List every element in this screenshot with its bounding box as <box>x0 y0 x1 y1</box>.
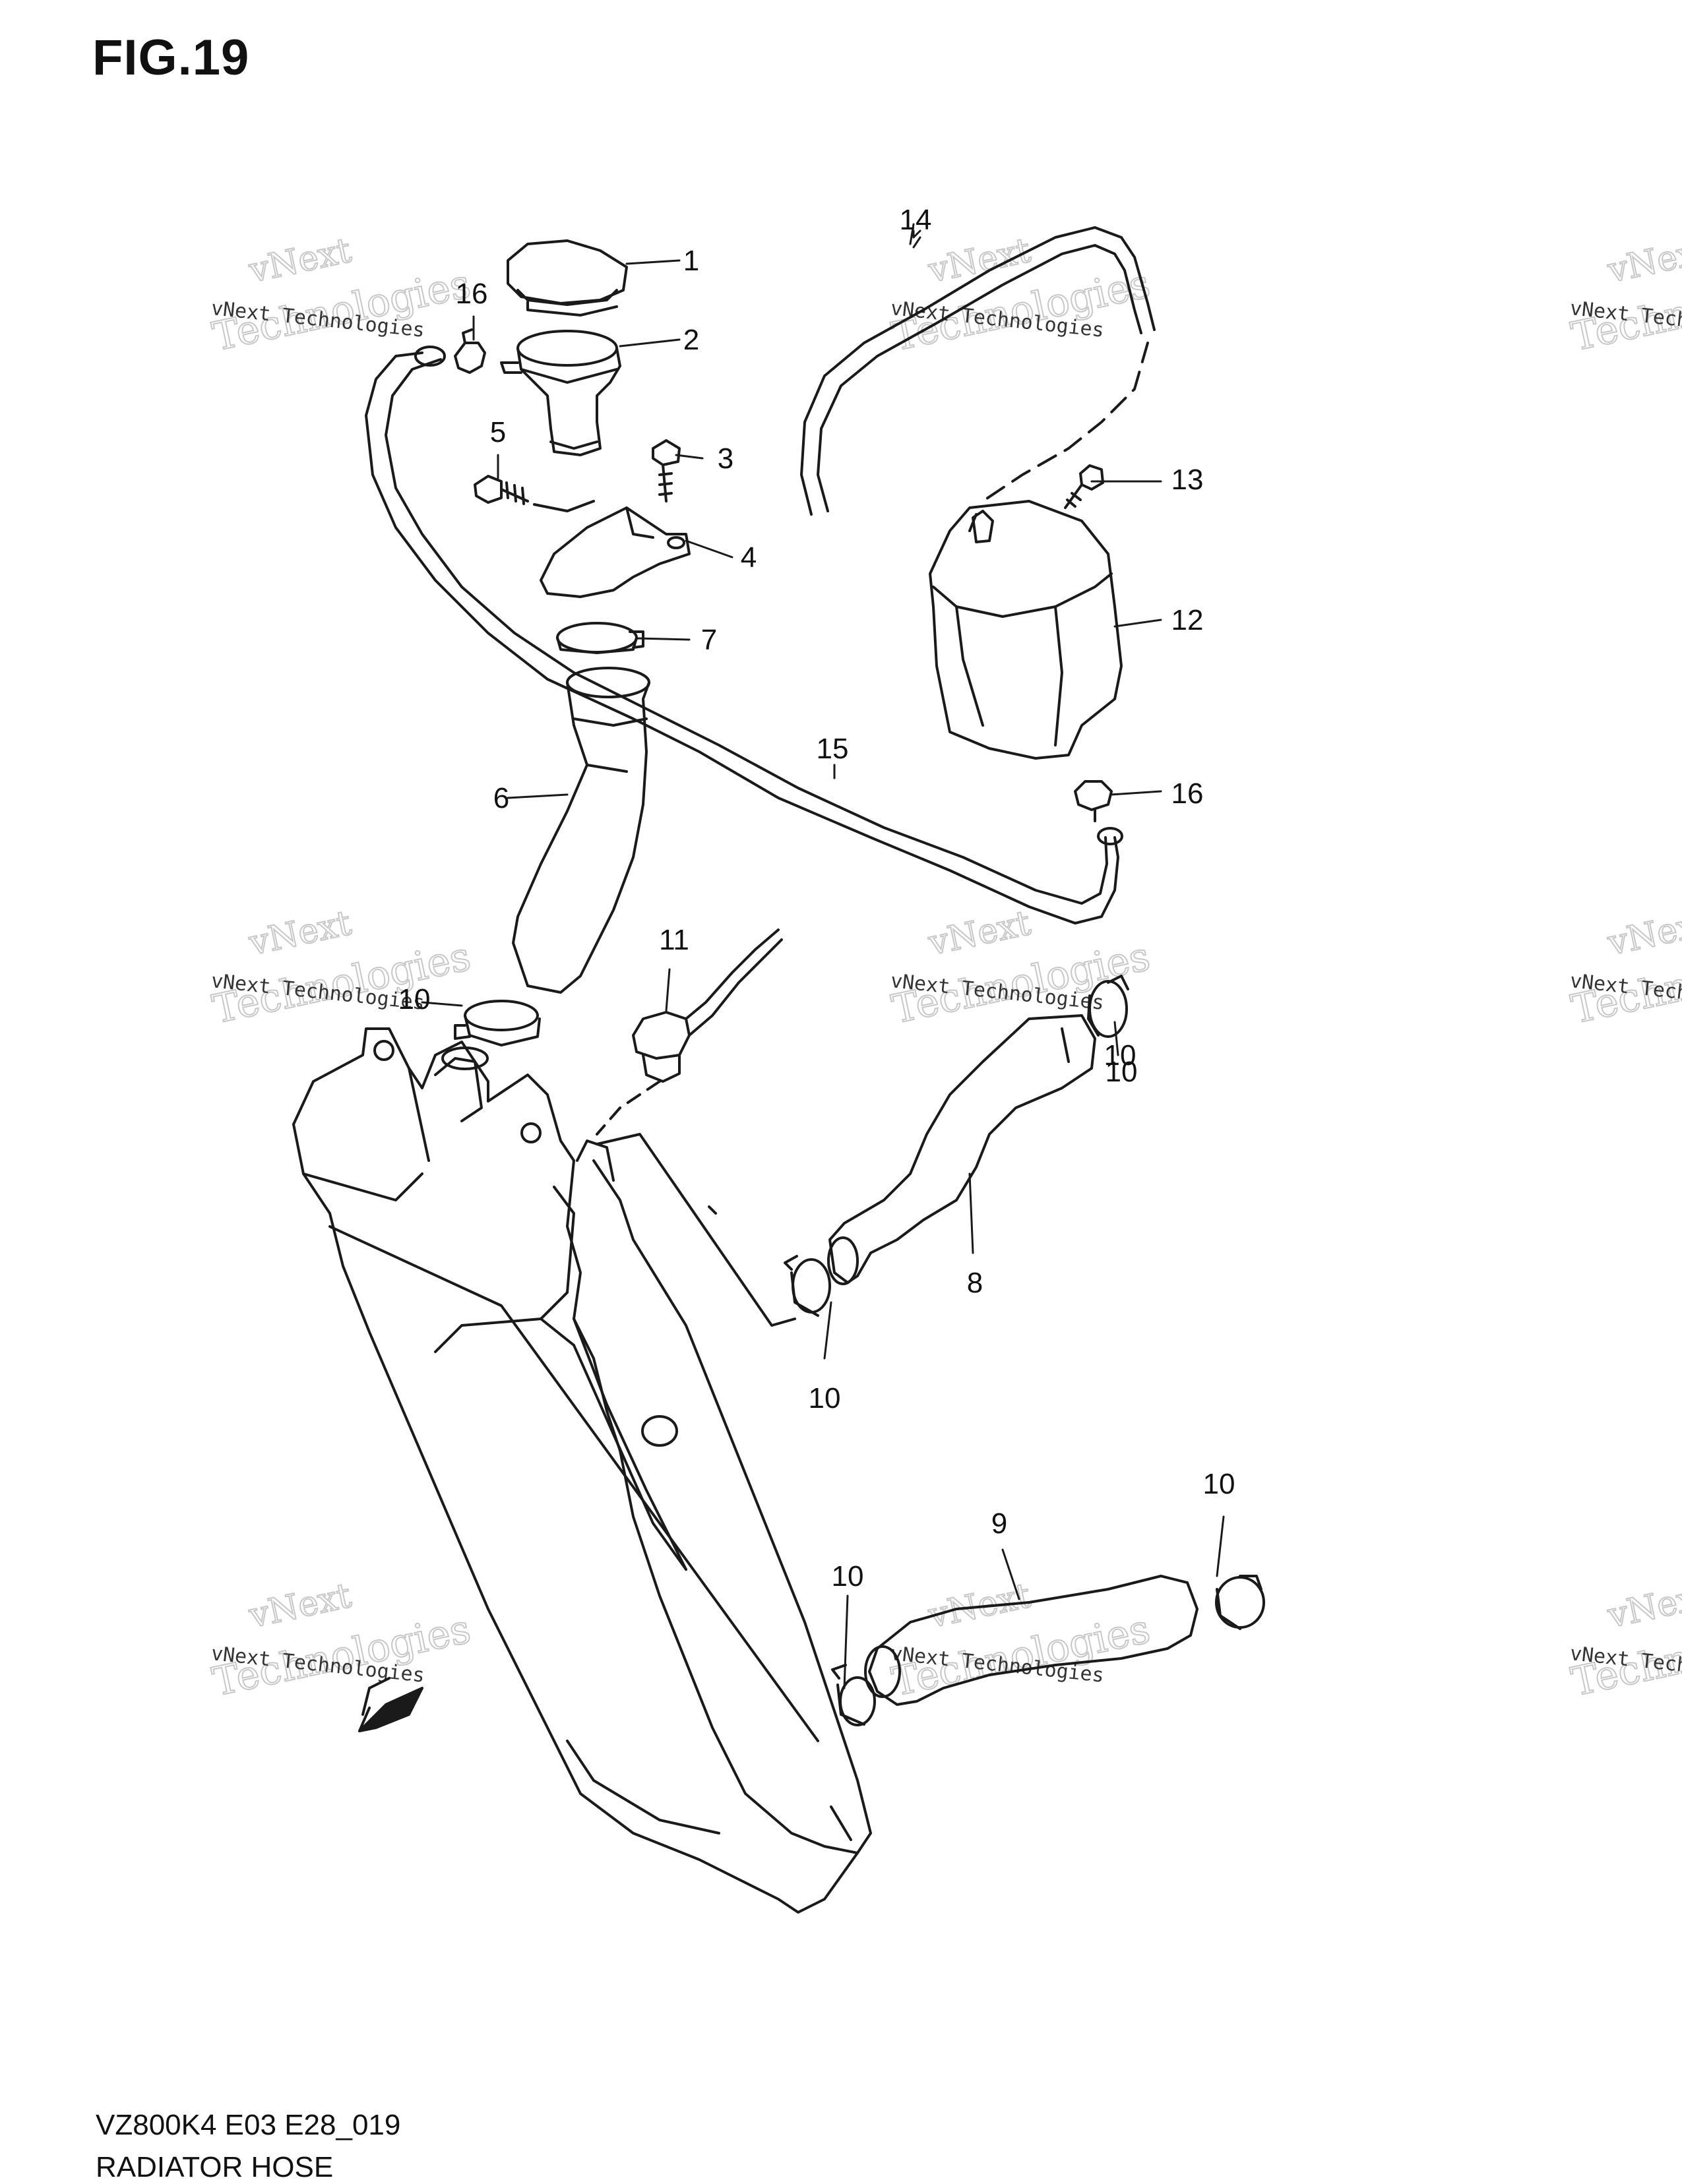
callout-11: 11 <box>659 924 689 956</box>
bolt-5 <box>474 475 595 512</box>
leader-line <box>596 1133 796 1327</box>
clip-16-lower <box>1074 780 1113 822</box>
callout-14: 14 <box>900 204 932 236</box>
callout-10: 10 <box>398 983 431 1016</box>
callout-8: 8 <box>967 1267 983 1299</box>
leaders <box>421 223 1225 1689</box>
callout-16: 16 <box>456 278 488 310</box>
callout-10: 10 <box>1104 1039 1137 1072</box>
thermo-switch <box>596 928 783 1136</box>
hose-6 <box>512 667 650 994</box>
filler-neck <box>500 330 621 456</box>
reservoir-tank <box>929 500 1123 760</box>
callout-10: 10 <box>809 1382 841 1414</box>
clamp-10-middle <box>784 1255 831 1317</box>
callout-12: 12 <box>1171 604 1204 636</box>
callout-6: 6 <box>493 782 509 814</box>
callout-13: 13 <box>1171 464 1204 496</box>
svg-text:vNext: vNext <box>925 231 1034 291</box>
callout-5: 5 <box>490 416 506 448</box>
clamp-10-upper <box>454 1000 541 1046</box>
callout-9: 9 <box>991 1507 1007 1540</box>
hose-9 <box>864 1575 1199 1706</box>
svg-text:vNext: vNext <box>1604 231 1682 291</box>
figure-code: VZ800K4 E03 E28_019 <box>96 2109 401 2141</box>
clamp-10-lower-left <box>831 1664 876 1726</box>
svg-text:vNext: vNext <box>245 903 355 963</box>
callout-7: 7 <box>701 624 717 656</box>
radiator <box>292 1027 872 1914</box>
callout-10: 10 <box>1203 1468 1235 1500</box>
bolt-3 <box>652 439 681 502</box>
front-arrow <box>358 1687 423 1732</box>
callout-10: 10 <box>832 1560 864 1592</box>
callout-2: 2 <box>683 324 699 356</box>
svg-text:vNext: vNext <box>925 903 1034 963</box>
svg-text:vNext: vNext <box>1604 903 1682 963</box>
hose-8 <box>827 1014 1096 1285</box>
screw-13 <box>1064 464 1104 509</box>
callout-10: 10 <box>1106 1056 1138 1088</box>
callout-16: 16 <box>1171 777 1204 810</box>
clamp-10-upper-right <box>1087 975 1129 1038</box>
svg-text:vNext: vNext <box>245 231 355 291</box>
callout-15: 15 <box>817 733 849 765</box>
callout-4: 4 <box>741 541 757 574</box>
callout-1: 1 <box>683 245 699 277</box>
clamp-7 <box>556 622 644 654</box>
svg-text:vNext: vNext <box>245 1576 355 1636</box>
clamp-10-lower-right <box>1215 1575 1265 1630</box>
svg-text:vNext: vNext <box>1604 1576 1682 1636</box>
bracket-4 <box>540 506 691 598</box>
clip-16-upper <box>454 328 486 374</box>
figure-title: FIG.19 <box>92 30 250 86</box>
callout-3: 3 <box>718 442 733 475</box>
drawing <box>292 223 1265 1914</box>
hose-15 <box>365 346 1123 925</box>
figure-name: RADIATOR HOSE <box>96 2151 334 2183</box>
radiator-cap <box>507 239 628 317</box>
hose-14 <box>800 226 1156 516</box>
